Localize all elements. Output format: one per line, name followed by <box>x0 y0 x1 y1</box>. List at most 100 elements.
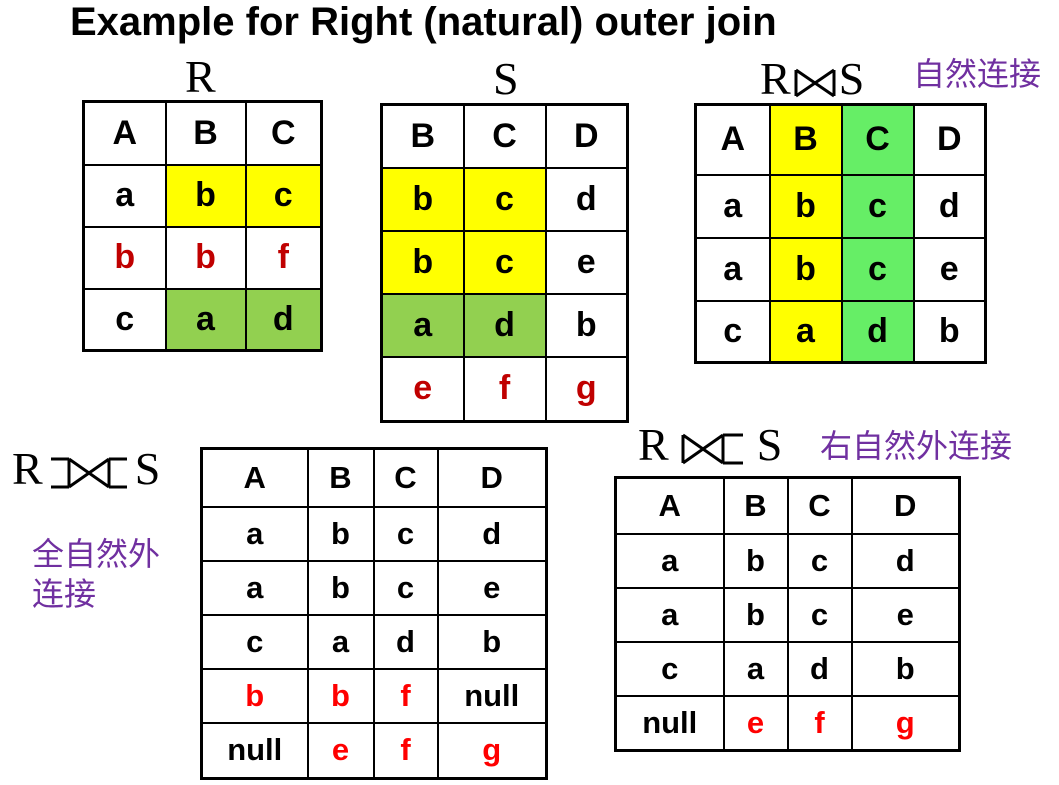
table-cell: e <box>380 355 465 423</box>
full-join-right-operand: S <box>134 443 161 494</box>
column-header: C <box>372 447 439 508</box>
table-row: b b f null <box>200 667 548 724</box>
right-outer-join-table: A B C D a b c d a b c e c a d b null e f… <box>614 476 961 752</box>
column-header: B <box>380 103 465 169</box>
table-cell: g <box>544 355 629 423</box>
table-cell: b <box>768 173 843 239</box>
column-header: A <box>614 476 725 535</box>
table-cell: null <box>200 721 309 780</box>
table-cell: a <box>614 532 725 589</box>
table-cell: c <box>244 163 323 228</box>
table-cell: c <box>786 586 853 643</box>
full-join-left-operand: R <box>12 443 43 494</box>
table-cell: b <box>164 225 247 290</box>
table-header-row: A B C D <box>614 476 961 535</box>
table-cell: a <box>768 299 843 364</box>
table-cell: b <box>306 667 375 724</box>
table-cell: a <box>200 559 309 616</box>
table-cell: d <box>840 299 915 364</box>
full-outer-join-icon <box>50 457 127 489</box>
table-cell: c <box>840 173 915 239</box>
table-cell: e <box>912 236 987 302</box>
table-cell: c <box>462 166 547 232</box>
table-cell: a <box>694 173 771 239</box>
table-row: a b c e <box>200 559 548 616</box>
table-cell: c <box>372 559 439 616</box>
table-row: a b c <box>82 163 323 228</box>
table-cell: f <box>244 225 323 290</box>
table-cell: d <box>912 173 987 239</box>
column-header: C <box>462 103 547 169</box>
table-cell: a <box>614 586 725 643</box>
column-header: B <box>164 100 247 166</box>
table-cell: g <box>436 721 548 780</box>
table-cell: b <box>912 299 987 364</box>
table-cell: a <box>380 292 465 358</box>
full-outer-caption-line1: 全自然外 <box>32 535 161 573</box>
right-join-right-operand: S <box>756 419 783 470</box>
table-row: b c e <box>380 229 629 295</box>
table-cell: c <box>200 613 309 670</box>
column-header: B <box>306 447 375 508</box>
table-row: a b c e <box>614 586 961 643</box>
natural-join-table: A B C D a b c d a b c e c a d b <box>694 103 987 364</box>
natural-join-label: R S <box>760 54 864 104</box>
table-header-row: A B C D <box>200 447 548 508</box>
table-cell: e <box>436 559 548 616</box>
column-header: D <box>544 103 629 169</box>
table-cell: d <box>850 532 961 589</box>
right-join-left-operand: R <box>638 419 669 470</box>
table-cell: null <box>614 694 725 752</box>
table-cell: c <box>462 229 547 295</box>
table-cell: f <box>462 355 547 423</box>
table-cell: a <box>82 163 167 228</box>
table-row: a b c d <box>694 173 987 239</box>
table-cell: d <box>462 292 547 358</box>
table-cell: f <box>372 721 439 780</box>
natural-join-caption: 自然连接 <box>913 55 1042 93</box>
table-row: b b f <box>82 225 323 290</box>
table-header-row: A B C <box>82 100 323 166</box>
table-row: b c d <box>380 166 629 232</box>
table-row: a b c d <box>614 532 961 589</box>
table-row: c a d <box>82 287 323 352</box>
natural-join-left-operand: R <box>760 53 791 104</box>
table-cell: a <box>694 236 771 302</box>
column-header: D <box>912 103 987 176</box>
table-cell: b <box>768 236 843 302</box>
table-cell: c <box>786 532 853 589</box>
table-cell: c <box>82 287 167 352</box>
column-header: C <box>244 100 323 166</box>
table-cell: b <box>306 505 375 562</box>
table-cell: c <box>694 299 771 364</box>
table-cell: a <box>164 287 247 352</box>
relation-r-label: R <box>185 51 216 102</box>
table-cell: e <box>722 694 789 752</box>
table-header-row: A B C D <box>694 103 987 176</box>
table-cell: d <box>544 166 629 232</box>
column-header: A <box>200 447 309 508</box>
table-cell: e <box>306 721 375 780</box>
column-header: C <box>840 103 915 176</box>
table-row: c a d b <box>614 640 961 697</box>
column-header: A <box>694 103 771 176</box>
bowtie-join-icon <box>794 69 836 98</box>
table-cell: c <box>614 640 725 697</box>
table-row: a b c d <box>200 505 548 562</box>
table-cell: c <box>840 236 915 302</box>
relation-r-table: A B C a b c b b f c a d <box>82 100 323 352</box>
table-cell: d <box>372 613 439 670</box>
relation-s-label: S <box>493 53 519 104</box>
table-cell: d <box>786 640 853 697</box>
table-row: null e f g <box>614 694 961 752</box>
table-cell: c <box>372 505 439 562</box>
full-outer-join-label: R S <box>12 444 160 494</box>
table-row: c a d b <box>694 299 987 364</box>
table-cell: d <box>244 287 323 352</box>
column-header: D <box>436 447 548 508</box>
full-outer-join-table: A B C D a b c d a b c e c a d b b b f nu… <box>200 447 548 780</box>
table-cell: a <box>722 640 789 697</box>
column-header: A <box>82 100 167 166</box>
table-cell: b <box>82 225 167 290</box>
table-cell: b <box>722 532 789 589</box>
